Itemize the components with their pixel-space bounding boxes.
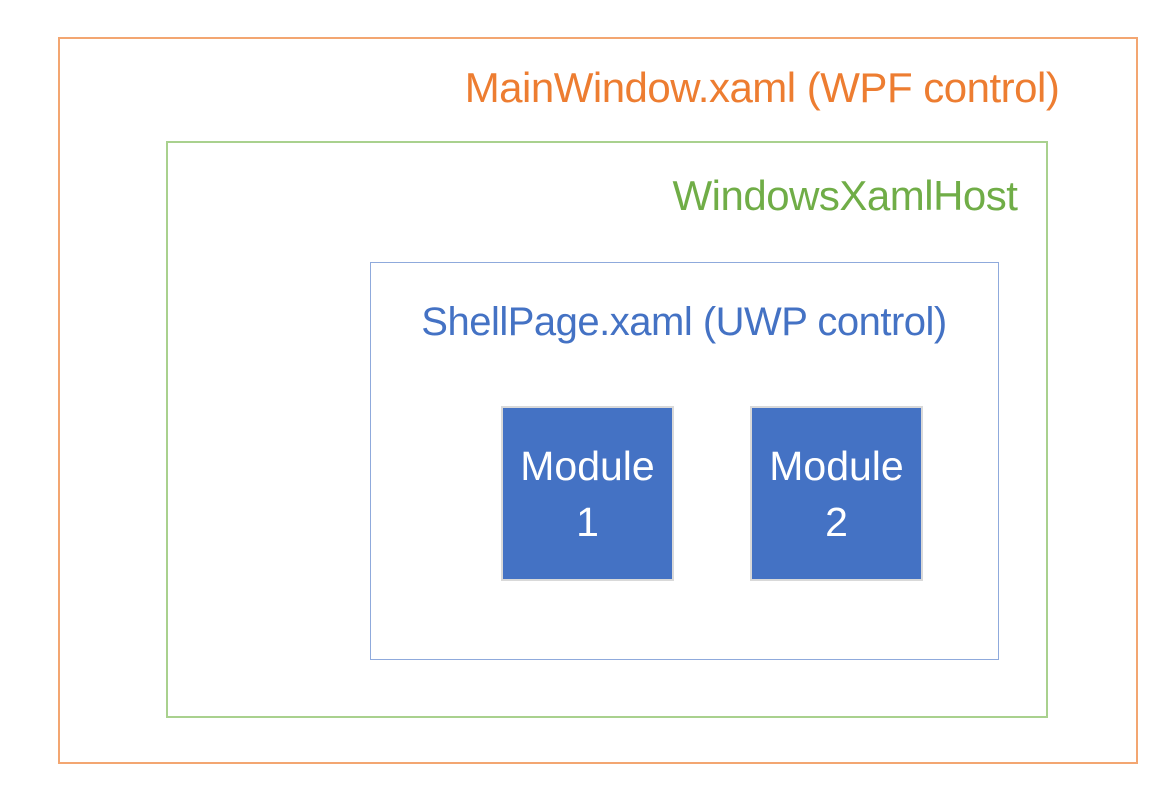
- module-1-box: Module 1: [501, 406, 674, 581]
- module-2-label-line1: Module: [769, 442, 904, 489]
- module-2-label-line2: 2: [825, 498, 848, 545]
- mainwindow-label: MainWindow.xaml (WPF control): [464, 64, 1060, 111]
- module-2-box: Module 2: [750, 406, 923, 581]
- module-1-label-line2: 1: [576, 498, 599, 545]
- shellpage-box: ShellPage.xaml (UWP control) Module 1 Mo…: [370, 262, 999, 660]
- mainwindow-box: MainWindow.xaml (WPF control) WindowsXam…: [58, 37, 1138, 764]
- windowsxamlhost-box: WindowsXamlHost ShellPage.xaml (UWP cont…: [166, 141, 1048, 718]
- windowsxamlhost-label: WindowsXamlHost: [672, 172, 1018, 219]
- module-1-label-line1: Module: [520, 442, 655, 489]
- shellpage-label: ShellPage.xaml (UWP control): [421, 300, 947, 344]
